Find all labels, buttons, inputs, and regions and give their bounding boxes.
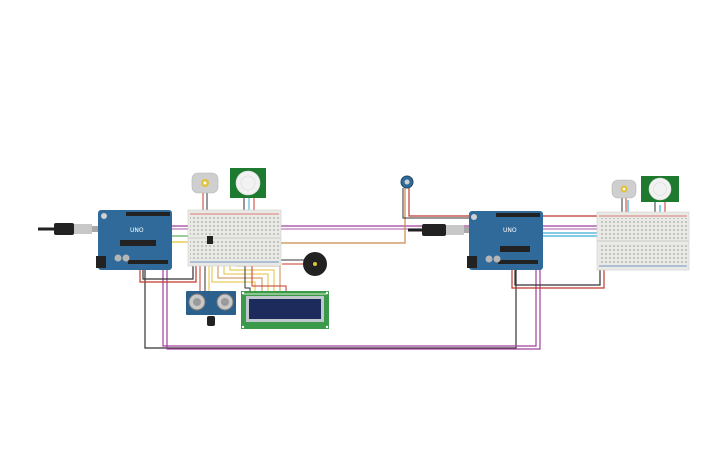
breadboard-right[interactable] [596, 211, 690, 271]
servo-motor-left[interactable] [191, 172, 219, 194]
arduino-uno-left[interactable]: UNO [96, 210, 172, 270]
arduino-left-label: UNO [130, 227, 144, 234]
piezo-buzzer[interactable] [303, 252, 327, 276]
potentiometer[interactable] [400, 175, 414, 189]
servo-motor-right[interactable] [611, 179, 637, 199]
arduino-uno-right[interactable]: UNO [467, 211, 543, 270]
arduino-right-label: UNO [503, 227, 517, 234]
breadboard-left[interactable] [187, 209, 282, 267]
pir-motion-sensor-left[interactable] [230, 168, 266, 198]
ultrasonic-sensor[interactable] [186, 291, 236, 326]
pir-motion-sensor-right[interactable] [641, 176, 679, 202]
temperature-sensor-left[interactable] [207, 236, 213, 244]
lcd-16x2-display[interactable] [241, 291, 329, 329]
usb-cable-right [408, 224, 472, 236]
usb-cable-left [38, 223, 100, 235]
